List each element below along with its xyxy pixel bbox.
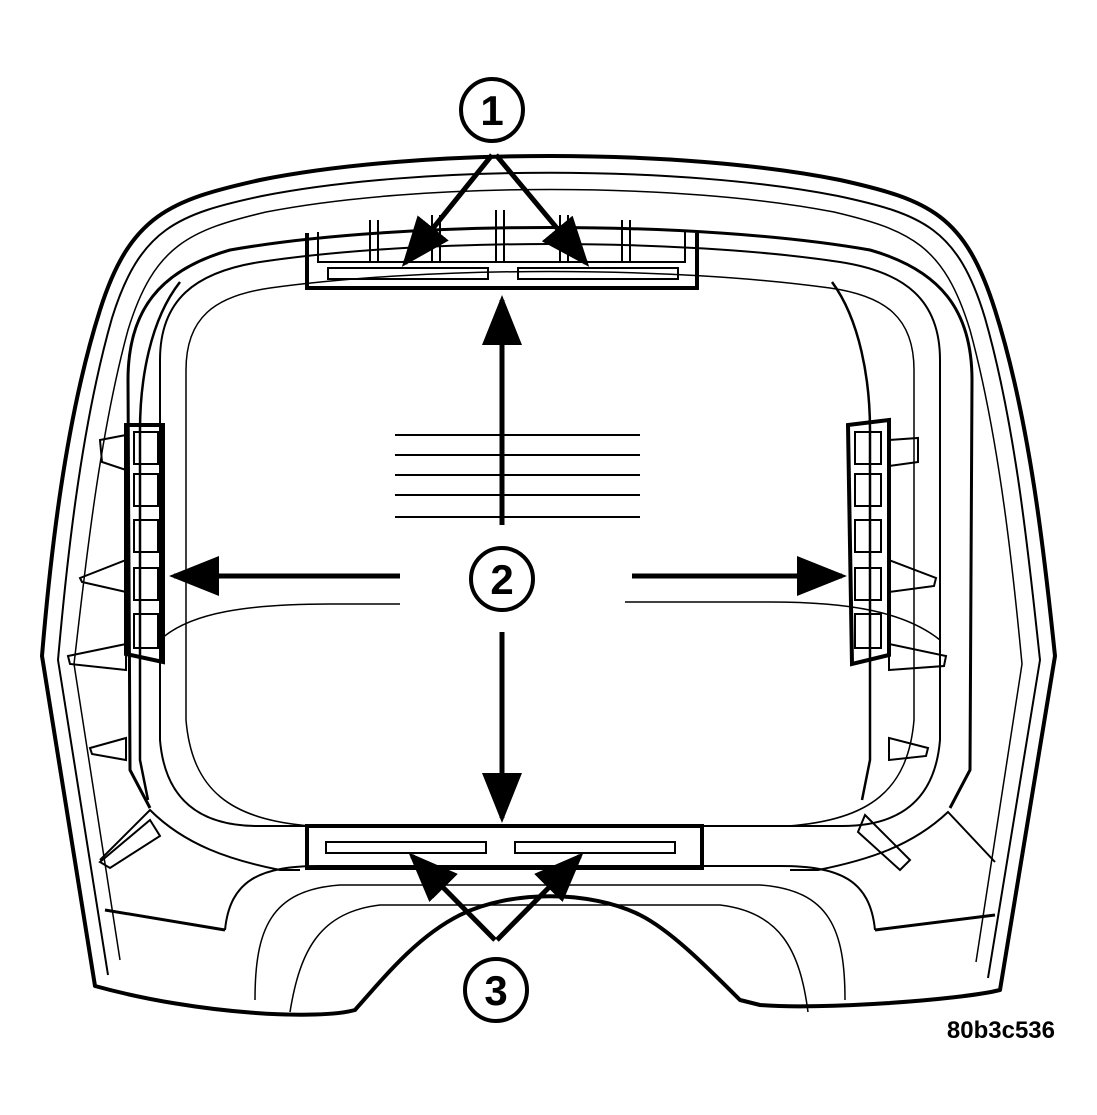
lower-retainer-bracket xyxy=(305,824,704,870)
upper-slot-right xyxy=(517,267,679,280)
left-side-rail xyxy=(138,281,181,801)
upper-retainer-bracket xyxy=(305,210,699,290)
lower-step-left xyxy=(99,808,300,871)
inner-cover-mid-line-left xyxy=(159,603,400,641)
lower-step-right xyxy=(790,810,996,871)
leader-arrows xyxy=(169,153,847,942)
figure-code: 80b3c536 xyxy=(947,1017,1055,1044)
callout-3: 3 xyxy=(463,957,529,1023)
center-emblem-lines xyxy=(395,434,640,518)
upper-slot-left xyxy=(327,267,489,280)
callout-1: 1 xyxy=(459,77,525,143)
left-latch-bracket xyxy=(66,423,165,870)
inner-cover-face xyxy=(159,243,941,827)
outer-housing-outline xyxy=(40,154,1057,1017)
arrow-1-right xyxy=(494,153,590,267)
callout-3-circle xyxy=(463,957,529,1023)
lower-bracket-frame xyxy=(305,824,704,870)
lower-flat-right xyxy=(874,913,996,932)
callout-1-circle xyxy=(459,77,525,143)
arrow-1-left xyxy=(401,153,494,267)
callout-2-circle xyxy=(469,546,535,612)
arrow-3-right xyxy=(495,852,584,942)
lower-flat-left xyxy=(104,908,226,932)
right-mount-tabs xyxy=(856,436,948,872)
right-side-rail xyxy=(830,281,872,801)
inner-cover-mid-line-right xyxy=(625,601,941,641)
outer-housing xyxy=(40,154,1057,1017)
outer-housing-inner-edge xyxy=(57,171,1041,979)
upper-bracket-frame xyxy=(305,233,699,290)
right-latch-bracket xyxy=(845,417,948,872)
lower-bottom-contour-2 xyxy=(254,884,846,1001)
callout-2-label: 2 xyxy=(490,556,513,603)
inner-cover-inner-line xyxy=(185,270,915,827)
lower-slot-left xyxy=(325,841,487,854)
left-mount-tabs xyxy=(66,433,162,870)
callout-1-label: 1 xyxy=(480,87,503,134)
outer-housing-rim-3 xyxy=(73,188,1023,963)
lower-slot-right xyxy=(514,841,676,854)
callout-3-label: 3 xyxy=(484,967,507,1014)
upper-bracket-inner xyxy=(317,232,686,263)
arrow-3-left xyxy=(408,852,497,942)
callout-2: 2 xyxy=(469,546,535,612)
lower-bottom-contour-3 xyxy=(289,904,809,1013)
